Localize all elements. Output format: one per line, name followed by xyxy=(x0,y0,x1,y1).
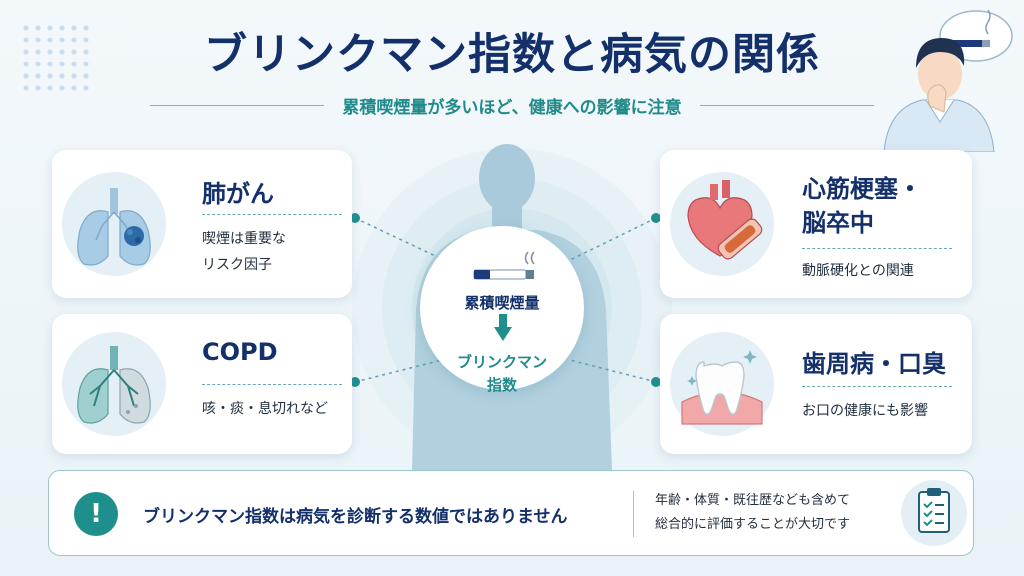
desc-line: 喫煙は重要な xyxy=(202,231,286,247)
card-title-lung-cancer: 肺がん xyxy=(202,180,274,208)
card-title-heart-stroke: 心筋梗塞・ 脳卒中 xyxy=(802,172,922,240)
card-divider xyxy=(802,248,952,249)
tooth-icon xyxy=(681,350,763,425)
center-brinkman-circle: 累積喫煙量 ブリンクマン 指数 xyxy=(420,226,584,394)
subtitle-line-right xyxy=(699,104,874,106)
subtitle-line-left xyxy=(150,104,325,106)
card-desc-copd: 咳・痰・息切れなど xyxy=(202,396,328,422)
card-desc-heart: 動脈硬化との関連 xyxy=(802,258,914,284)
cigarette-icon xyxy=(473,251,535,280)
card-copd: COPD 咳・痰・息切れなど xyxy=(52,314,352,454)
title-line: 脳卒中 xyxy=(802,209,874,237)
desc-line: お口の健康にも影響 xyxy=(802,403,928,419)
card-divider xyxy=(202,214,342,215)
page-subtitle: 累積喫煙量が多いほど、健康への影響に注意 xyxy=(342,97,682,118)
card-desc-lung-cancer: 喫煙は重要な リスク因子 xyxy=(202,226,286,278)
note-line: 総合的に評価することが大切です xyxy=(655,517,851,532)
heart-icon-bg xyxy=(670,172,774,276)
title-line: 心筋梗塞・ xyxy=(802,175,922,203)
card-heart-stroke: 心筋梗塞・ 脳卒中 動脈硬化との関連 xyxy=(660,150,972,298)
subtitle-row: 累積喫煙量が多いほど、健康への影響に注意 xyxy=(150,93,874,118)
decorative-dot-grid xyxy=(20,22,92,94)
page-title: ブリンクマン指数と病気の関係 xyxy=(204,30,820,80)
down-arrow-icon xyxy=(494,314,512,341)
vertical-divider xyxy=(633,491,634,537)
desc-line: 咳・痰・息切れなど xyxy=(202,401,328,417)
evaluation-note: 年齢・体質・既往歴なども含めて 総合的に評価することが大切です xyxy=(655,489,850,537)
cumulative-smoking-label: 累積喫煙量 xyxy=(464,294,540,312)
desc-line: 動脈硬化との関連 xyxy=(802,263,914,279)
disclaimer-text: ブリンクマン指数は病気を診断する数値ではありません xyxy=(143,507,568,527)
clipboard-icon-bg xyxy=(901,480,967,546)
lung-icon-bg xyxy=(62,172,166,276)
desc-line: リスク因子 xyxy=(202,257,272,273)
card-lung-cancer: 肺がん 喫煙は重要な リスク因子 xyxy=(52,150,352,298)
tooth-icon-bg xyxy=(670,332,774,436)
note-line: 年齢・体質・既往歴なども含めて xyxy=(655,493,851,508)
brinkman-label-line2: 指数 xyxy=(486,376,517,394)
damaged-lungs-icon xyxy=(77,346,151,424)
card-title-copd: COPD xyxy=(202,338,278,366)
card-desc-dental: お口の健康にも影響 xyxy=(802,398,928,424)
card-divider xyxy=(202,384,342,385)
clipboard-checklist-icon xyxy=(918,488,950,533)
card-title-dental: 歯周病・口臭 xyxy=(802,350,946,378)
lung-tumor-icon xyxy=(77,188,151,266)
card-divider xyxy=(802,386,952,387)
heart-artery-icon xyxy=(687,180,763,260)
copd-icon-bg xyxy=(62,332,166,436)
brinkman-label-line1: ブリンクマン xyxy=(456,353,547,371)
exclamation-icon: ! xyxy=(74,492,118,536)
card-dental: 歯周病・口臭 お口の健康にも影響 xyxy=(660,314,972,454)
disclaimer-bar: ! ブリンクマン指数は病気を診断する数値ではありません 年齢・体質・既往歴なども… xyxy=(48,470,974,556)
thinking-man-icon xyxy=(883,9,1013,152)
